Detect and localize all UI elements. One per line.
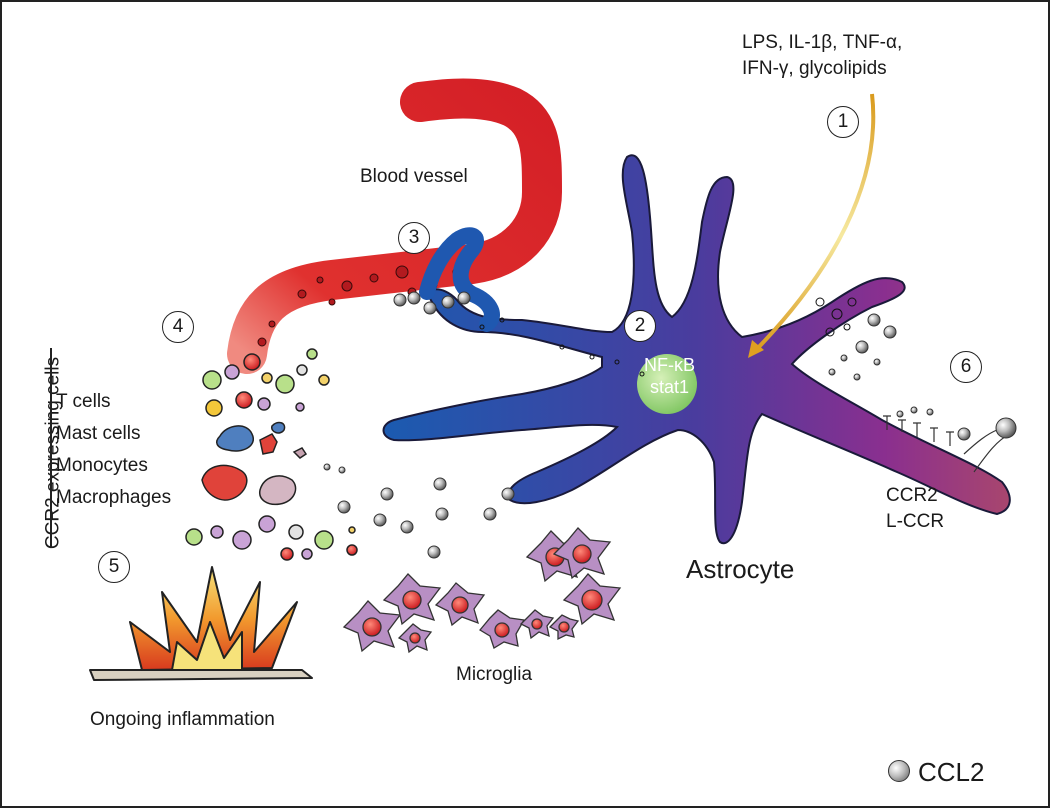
astrocyte-nucleus xyxy=(637,354,697,414)
cell-type-item: Macrophages xyxy=(56,487,172,508)
blood-vessel-label: Blood vessel xyxy=(360,166,468,187)
microglia-cells xyxy=(342,527,622,654)
stimulus-arrow xyxy=(752,93,876,354)
cell-type-item: T cells xyxy=(56,391,111,412)
stimuli-line-1: LPS, IL-1β, TNF-α, xyxy=(742,32,903,53)
nucleus-line-2: stat1 xyxy=(649,377,690,397)
astrocyte-endfoot xyxy=(419,227,500,332)
stimuli-line-2: IFN-γ, glycolipids xyxy=(742,57,887,79)
stimuli-label: LPS, IL-1β, TNF-α, IFN-γ, glycolipids xyxy=(742,30,902,81)
step-3-badge: 3 xyxy=(398,222,430,254)
step-1-badge: 1 xyxy=(827,106,859,138)
cell-type-item: Monocytes xyxy=(56,455,148,476)
receptor-label: CCR2 L-CCR xyxy=(886,483,944,534)
immune-cells xyxy=(185,348,358,561)
step-5-badge: 5 xyxy=(98,551,130,583)
blood-vessel xyxy=(227,78,563,374)
astrocyte-body xyxy=(382,154,1011,545)
step-6-badge: 6 xyxy=(950,351,982,383)
microglia-label: Microglia xyxy=(456,664,533,685)
inflammation-burst xyxy=(89,566,313,681)
nucleus-label: NF-κB stat1 xyxy=(644,354,695,398)
stimulus-arrow-head xyxy=(748,340,764,358)
ccr2-cells-bracket xyxy=(50,348,52,548)
inflammation-label: Ongoing inflammation xyxy=(90,709,275,730)
astrocyte-label: Astrocyte xyxy=(686,554,795,584)
ccl2-legend-label: CCL2 xyxy=(918,757,985,787)
cell-type-item: Mast cells xyxy=(56,423,141,444)
astrocyte-particles xyxy=(479,297,857,377)
ccl2-legend-icon xyxy=(888,760,910,782)
cell-type-list: T cells Mast cells Monocytes Macrophages xyxy=(56,386,171,514)
step-2-badge: 2 xyxy=(624,310,656,342)
nucleus-line-1: NF-κB xyxy=(644,355,695,375)
step-4-badge: 4 xyxy=(162,311,194,343)
mast-monocyte-macrophage xyxy=(201,421,308,506)
receptor-line-1: CCR2 xyxy=(886,485,938,506)
receptor-line-2: L-CCR xyxy=(886,510,945,532)
ccl2-particles xyxy=(323,291,1017,559)
